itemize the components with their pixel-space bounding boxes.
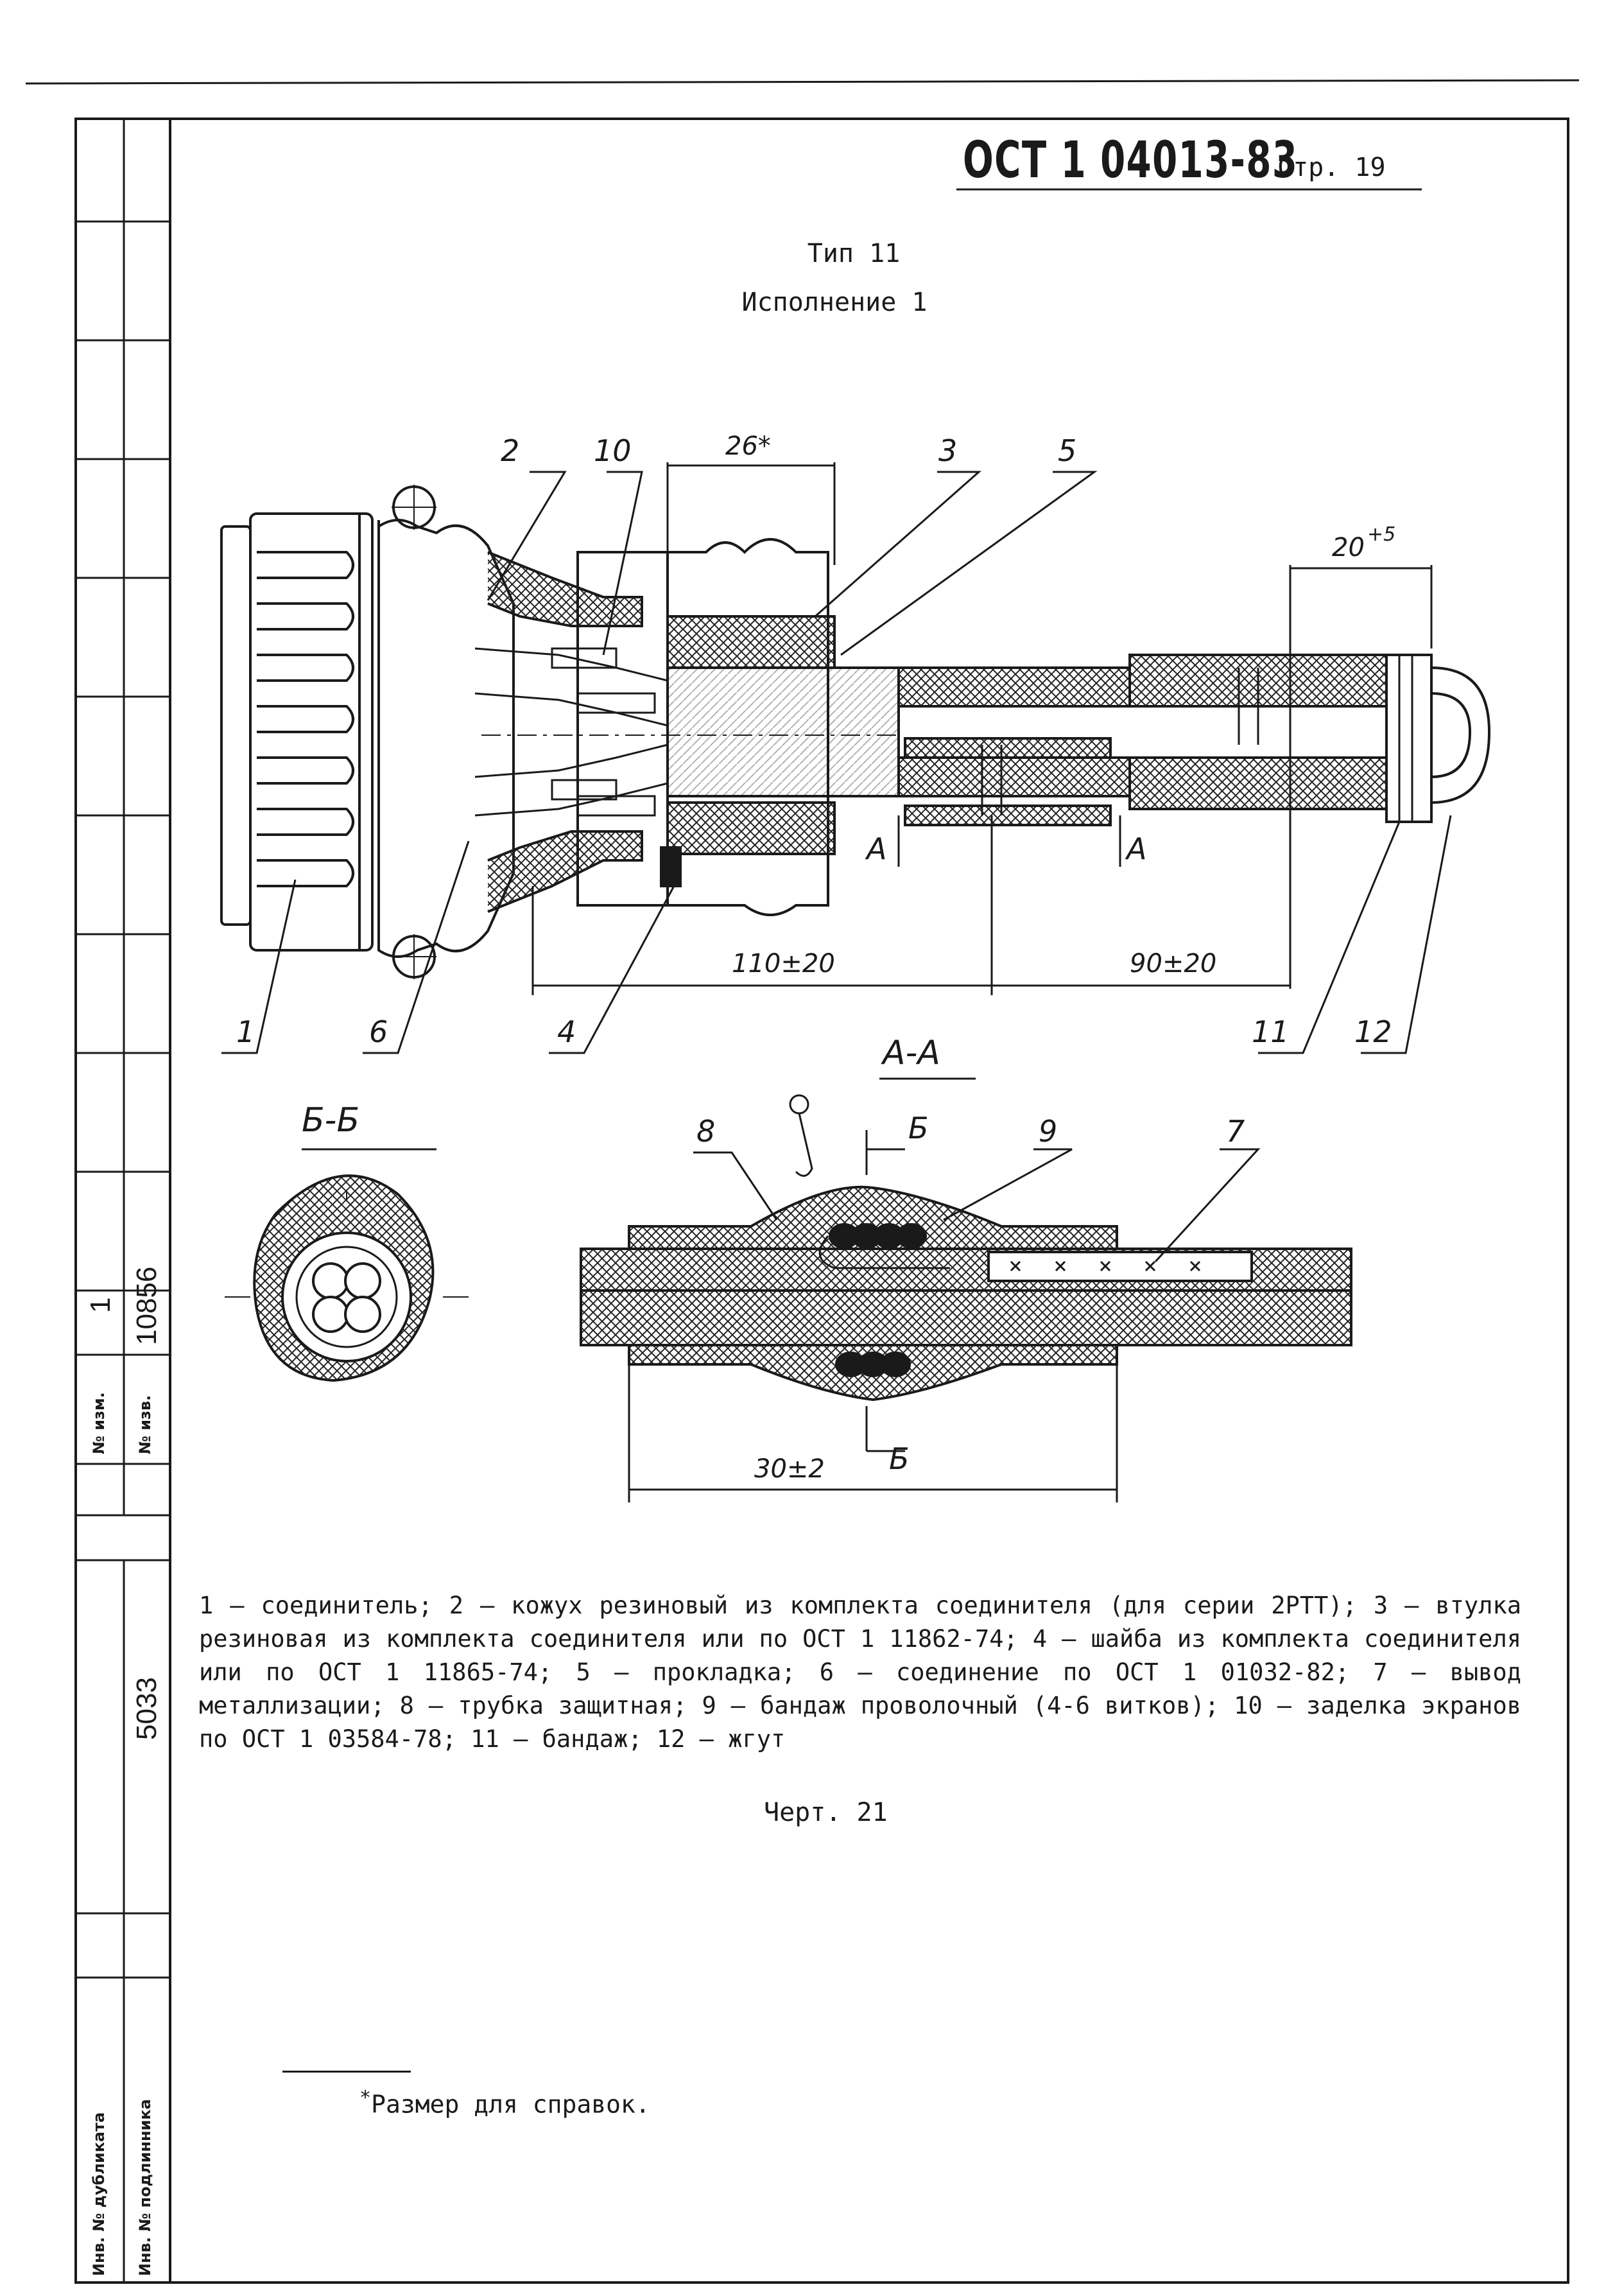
cable-tube bbox=[666, 654, 1388, 826]
section-bb-view bbox=[225, 1148, 469, 1382]
main-assembly-view bbox=[220, 462, 1491, 1054]
leader-lines bbox=[221, 471, 1452, 1054]
footnote-rule bbox=[282, 2071, 411, 2073]
sidebar-izv-label: № изв. bbox=[136, 1395, 154, 1454]
drawing-type-title: Тип 11 bbox=[807, 239, 901, 268]
dimension-110: 110±20 bbox=[732, 949, 835, 978]
dimension-26: 26* bbox=[725, 431, 771, 461]
sidebar-podl-label: Инв. № подлинника bbox=[136, 2099, 154, 2276]
sleeve-item3-lower bbox=[666, 801, 836, 855]
callout-3: 3 bbox=[938, 433, 958, 468]
wire-bandage bbox=[829, 1223, 927, 1377]
rubber-boot bbox=[487, 551, 643, 627]
section-mark-a-right: А bbox=[1127, 831, 1147, 866]
drawing-number: Черт. 21 bbox=[764, 1798, 888, 1827]
document-code: ОСТ 1 04013-83 bbox=[963, 132, 1299, 189]
dimension-20: 20 bbox=[1332, 533, 1365, 562]
callout-6: 6 bbox=[369, 1014, 388, 1049]
drawing-variant-title: Исполнение 1 bbox=[741, 288, 928, 317]
dimension-20-tolerance: +5 bbox=[1367, 523, 1396, 546]
footnote-text: Размер для справок. bbox=[371, 2090, 650, 2119]
connector-body bbox=[220, 485, 515, 979]
sidebar-izv-value: 10856 bbox=[131, 1266, 162, 1345]
section-mark-a-left: А bbox=[867, 831, 887, 866]
page-frame bbox=[25, 79, 1580, 2284]
sidebar-izm-label: № изм. bbox=[90, 1392, 108, 1454]
callout-10: 10 bbox=[594, 433, 632, 468]
callout-8: 8 bbox=[696, 1114, 716, 1149]
sidebar-inv-value: 5033 bbox=[131, 1677, 162, 1740]
section-aa-view bbox=[580, 1077, 1352, 1502]
callout-7: 7 bbox=[1226, 1114, 1245, 1149]
rubber-boot-lower bbox=[487, 830, 643, 913]
harness-end bbox=[1385, 654, 1491, 823]
sidebar-grid bbox=[76, 220, 170, 1517]
dimension-lines bbox=[531, 462, 1433, 995]
page-number: Стр. 19 bbox=[1277, 153, 1386, 182]
legend-caption: 1 – соединитель; 2 – кожух резиновый из … bbox=[199, 1589, 1521, 1756]
callout-1: 1 bbox=[236, 1014, 255, 1049]
sleeve-item3 bbox=[666, 615, 836, 669]
section-mark-b-bottom: Б bbox=[889, 1441, 910, 1476]
section-mark-b-top: Б bbox=[908, 1111, 929, 1145]
footnote: *Размер для справок. bbox=[359, 2087, 650, 2119]
washer-item4 bbox=[660, 846, 682, 887]
callout-5: 5 bbox=[1058, 433, 1077, 468]
dimension-30: 30±2 bbox=[754, 1454, 825, 1484]
section-label-bb: Б-Б bbox=[302, 1101, 360, 1140]
dimension-90: 90±20 bbox=[1130, 949, 1217, 978]
sidebar-dubl-label: Инв. № дубликата bbox=[90, 2112, 108, 2276]
callout-9: 9 bbox=[1039, 1114, 1058, 1149]
callout-4: 4 bbox=[557, 1014, 576, 1049]
callout-2: 2 bbox=[501, 433, 520, 468]
sidebar-izm-value: 1 bbox=[85, 1297, 116, 1313]
callout-11: 11 bbox=[1252, 1014, 1290, 1049]
legend-text: 1 – соединитель; 2 – кожух резиновый из … bbox=[199, 1592, 1521, 1753]
footnote-mark: * bbox=[359, 2087, 372, 2109]
callout-12: 12 bbox=[1354, 1014, 1392, 1049]
section-label-aa: А-А bbox=[883, 1034, 940, 1072]
